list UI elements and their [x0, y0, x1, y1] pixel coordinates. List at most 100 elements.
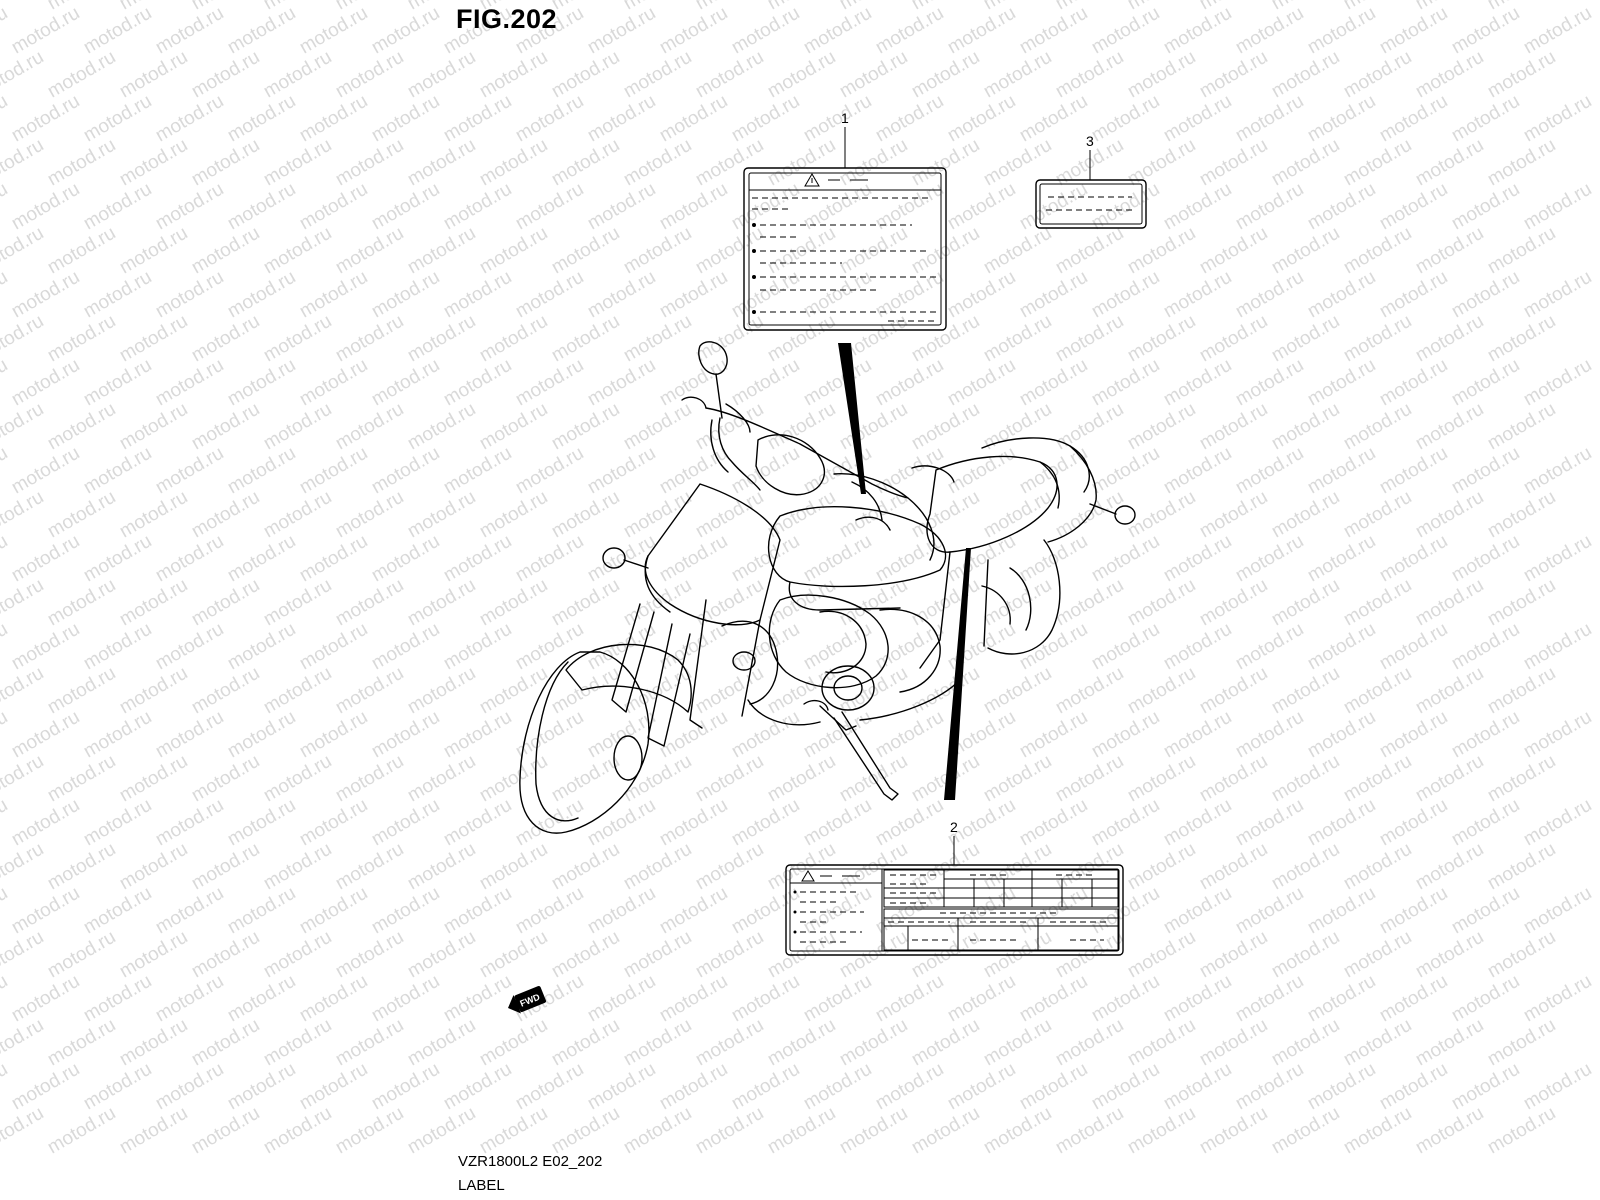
watermark-text: motod.ru: [116, 663, 191, 719]
watermark-text: motod.ru: [1160, 443, 1235, 499]
watermark-text: motod.ru: [944, 267, 1019, 323]
watermark-text: motod.ru: [872, 1059, 947, 1115]
watermark-text: motod.ru: [1124, 927, 1199, 983]
watermark-text: motod.ru: [1016, 355, 1091, 411]
watermark-text: motod.ru: [1268, 927, 1343, 983]
watermark-text: motod.ru: [1016, 707, 1091, 763]
watermark-text: motod.ru: [1124, 311, 1199, 367]
watermark-text: motod.ru: [1160, 883, 1235, 939]
watermark-text: motod.ru: [692, 751, 767, 807]
watermark-text: motod.ru: [44, 47, 119, 103]
watermark-text: motod.ru: [0, 223, 47, 279]
watermark-text: motod.ru: [188, 839, 263, 895]
watermark-text: motod.ru: [1196, 751, 1271, 807]
watermark-text: motod.ru: [1520, 1059, 1595, 1115]
watermark-text: motod.ru: [1304, 619, 1379, 675]
watermark-text: motod.ru: [872, 795, 947, 851]
watermark-text: motod.ru: [656, 971, 731, 1027]
label-2-spec-sticker[interactable]: [785, 864, 1124, 956]
watermark-text: motod.ru: [584, 531, 659, 587]
watermark-text: motod.ru: [1376, 1059, 1451, 1115]
watermark-text: motod.ru: [224, 883, 299, 939]
watermark-text: motod.ru: [800, 267, 875, 323]
watermark-text: motod.ru: [836, 223, 911, 279]
watermark-text: motod.ru: [1088, 355, 1163, 411]
watermark-text: motod.ru: [800, 883, 875, 939]
watermark-text: motod.ru: [1268, 487, 1343, 543]
watermark-text: motod.ru: [656, 179, 731, 235]
watermark-text: motod.ru: [980, 47, 1055, 103]
watermark-text: motod.ru: [764, 1015, 839, 1071]
watermark-text: motod.ru: [1124, 135, 1199, 191]
watermark-text: motod.ru: [1340, 399, 1415, 455]
watermark-text: motod.ru: [152, 443, 227, 499]
watermark-text: motod.ru: [1016, 179, 1091, 235]
watermark-text: motod.ru: [1304, 443, 1379, 499]
watermark-text: motod.ru: [1160, 619, 1235, 675]
watermark-text: motod.ru: [152, 619, 227, 675]
watermark-text: motod.ru: [872, 91, 947, 147]
watermark-text: motod.ru: [908, 487, 983, 543]
watermark-text: motod.ru: [0, 619, 11, 675]
watermark-text: motod.ru: [1340, 487, 1415, 543]
watermark-text: motod.ru: [440, 267, 515, 323]
watermark-text: motod.ru: [728, 795, 803, 851]
watermark-text: motod.ru: [368, 531, 443, 587]
watermark-text: motod.ru: [332, 487, 407, 543]
watermark-text: motod.ru: [296, 531, 371, 587]
watermark-text: motod.ru: [1016, 267, 1091, 323]
watermark-text: motod.ru: [1124, 1103, 1199, 1159]
watermark-text: motod.ru: [1376, 91, 1451, 147]
watermark-text: motod.ru: [1124, 751, 1199, 807]
watermark-text: motod.ru: [368, 443, 443, 499]
watermark-text: motod.ru: [80, 531, 155, 587]
watermark-text: motod.ru: [116, 1103, 191, 1159]
watermark-text: motod.ru: [620, 135, 695, 191]
watermark-text: motod.ru: [692, 839, 767, 895]
watermark-text: motod.ru: [1232, 531, 1307, 587]
watermark-text: motod.ru: [800, 971, 875, 1027]
watermark-text: motod.ru: [188, 223, 263, 279]
watermark-text: motod.ru: [1160, 3, 1235, 59]
callout-2: 2: [950, 819, 958, 865]
watermark-text: motod.ru: [1412, 47, 1487, 103]
watermark-text: motod.ru: [1412, 487, 1487, 543]
watermark-text: motod.ru: [1052, 575, 1127, 631]
watermark-text: motod.ru: [116, 1015, 191, 1071]
watermark-text: motod.ru: [1196, 839, 1271, 895]
watermark-text: motod.ru: [1088, 179, 1163, 235]
watermark-text: motod.ru: [1448, 443, 1523, 499]
watermark-text: motod.ru: [296, 1059, 371, 1115]
watermark-text: motod.ru: [404, 399, 479, 455]
watermark-text: motod.ru: [188, 575, 263, 631]
watermark-text: motod.ru: [44, 1103, 119, 1159]
watermark-text: motod.ru: [1052, 839, 1127, 895]
watermark-text: motod.ru: [944, 531, 1019, 587]
watermark-text: motod.ru: [872, 3, 947, 59]
watermark-text: motod.ru: [404, 47, 479, 103]
watermark-text: motod.ru: [1268, 223, 1343, 279]
watermark-text: motod.ru: [1448, 971, 1523, 1027]
watermark-text: motod.ru: [8, 443, 83, 499]
watermark-text: motod.ru: [1016, 883, 1091, 939]
watermark-text: motod.ru: [1484, 135, 1559, 191]
watermark-text: motod.ru: [1016, 3, 1091, 59]
watermark-text: motod.ru: [224, 3, 299, 59]
watermark-text: motod.ru: [1016, 795, 1091, 851]
watermark-text: motod.ru: [584, 3, 659, 59]
watermark-text: motod.ru: [1520, 883, 1595, 939]
watermark-text: motod.ru: [0, 0, 47, 14]
watermark-text: motod.ru: [728, 267, 803, 323]
watermark-text: motod.ru: [188, 47, 263, 103]
watermark-text: motod.ru: [836, 399, 911, 455]
watermark-text: motod.ru: [1448, 91, 1523, 147]
watermark-text: motod.ru: [872, 355, 947, 411]
label-3-sticker[interactable]: [1035, 179, 1147, 229]
watermark-text: motod.ru: [980, 839, 1055, 895]
watermark-text: motod.ru: [800, 531, 875, 587]
watermark-text: motod.ru: [8, 91, 83, 147]
watermark-text: motod.ru: [1376, 355, 1451, 411]
watermark-text: motod.ru: [728, 619, 803, 675]
watermark-text: motod.ru: [44, 663, 119, 719]
watermark-text: motod.ru: [332, 311, 407, 367]
